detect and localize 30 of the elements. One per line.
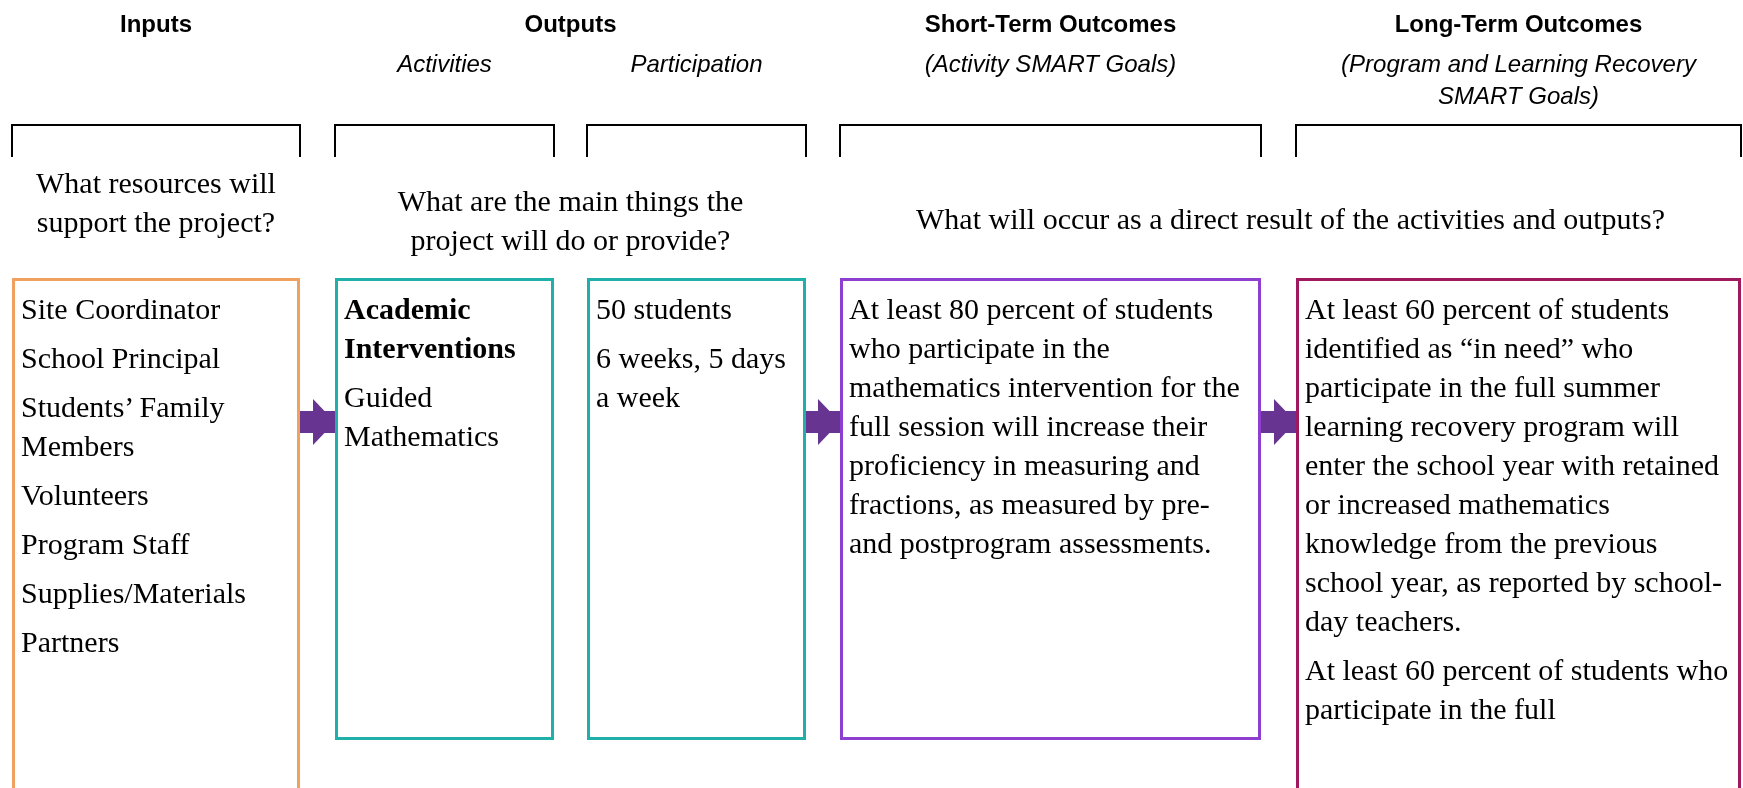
- content-box: [587, 278, 806, 740]
- content-box: [1296, 278, 1741, 788]
- box-text: Partners: [21, 624, 121, 660]
- box-text: At least 80 percent of students who participate in the mathematics intervention for the full session will increase their proficiency in measuring and fractions, as measured by pre- and postprogram assessments.: [849, 291, 1241, 561]
- box-text: Volunteers: [21, 477, 150, 513]
- box-text: School Principal: [21, 340, 222, 376]
- guiding-question: What will occur as a direct result of the activities and outputs?: [915, 201, 1666, 237]
- box-text: Site Coordinator: [21, 291, 222, 327]
- column-heading: Inputs: [119, 10, 193, 38]
- content-box: [840, 278, 1261, 740]
- box-text: Guided Mathematics: [344, 379, 500, 454]
- guiding-question: What resources will support the project?: [35, 165, 277, 240]
- box-text: Program Staff: [21, 526, 191, 562]
- column-subheading: Participation: [629, 49, 764, 79]
- content-box: [335, 278, 554, 740]
- column-subheading: Activities: [395, 49, 493, 79]
- column-heading: Long-Term Outcomes: [1393, 10, 1644, 38]
- guiding-question: What are the main things the project will do or provide?: [396, 183, 745, 258]
- box-text: At least 60 percent of students who participate in the full: [1305, 652, 1730, 727]
- column-subheading: (Program and Learning Recovery SMART Goals): [1340, 49, 1698, 112]
- box-heading: Academic Interventions: [344, 291, 517, 366]
- box-text: 6 weeks, 5 days a week: [596, 340, 787, 415]
- column-heading: Short-Term Outcomes: [923, 10, 1178, 38]
- box-text: At least 60 percent of students identified as “in need” who participate in the full summer learning recovery program will enter the school year with retained or increased mathematics knowledge from the previous school year, as reported by school-day teachers.: [1305, 291, 1723, 639]
- column-subheading: (Activity SMART Goals): [923, 49, 1178, 79]
- content-box: [12, 278, 300, 788]
- column-heading: Outputs: [523, 10, 618, 38]
- box-text: Students’ Family Members: [21, 389, 226, 464]
- box-text: Supplies/Materials: [21, 575, 247, 611]
- box-text: 50 students: [596, 291, 733, 327]
